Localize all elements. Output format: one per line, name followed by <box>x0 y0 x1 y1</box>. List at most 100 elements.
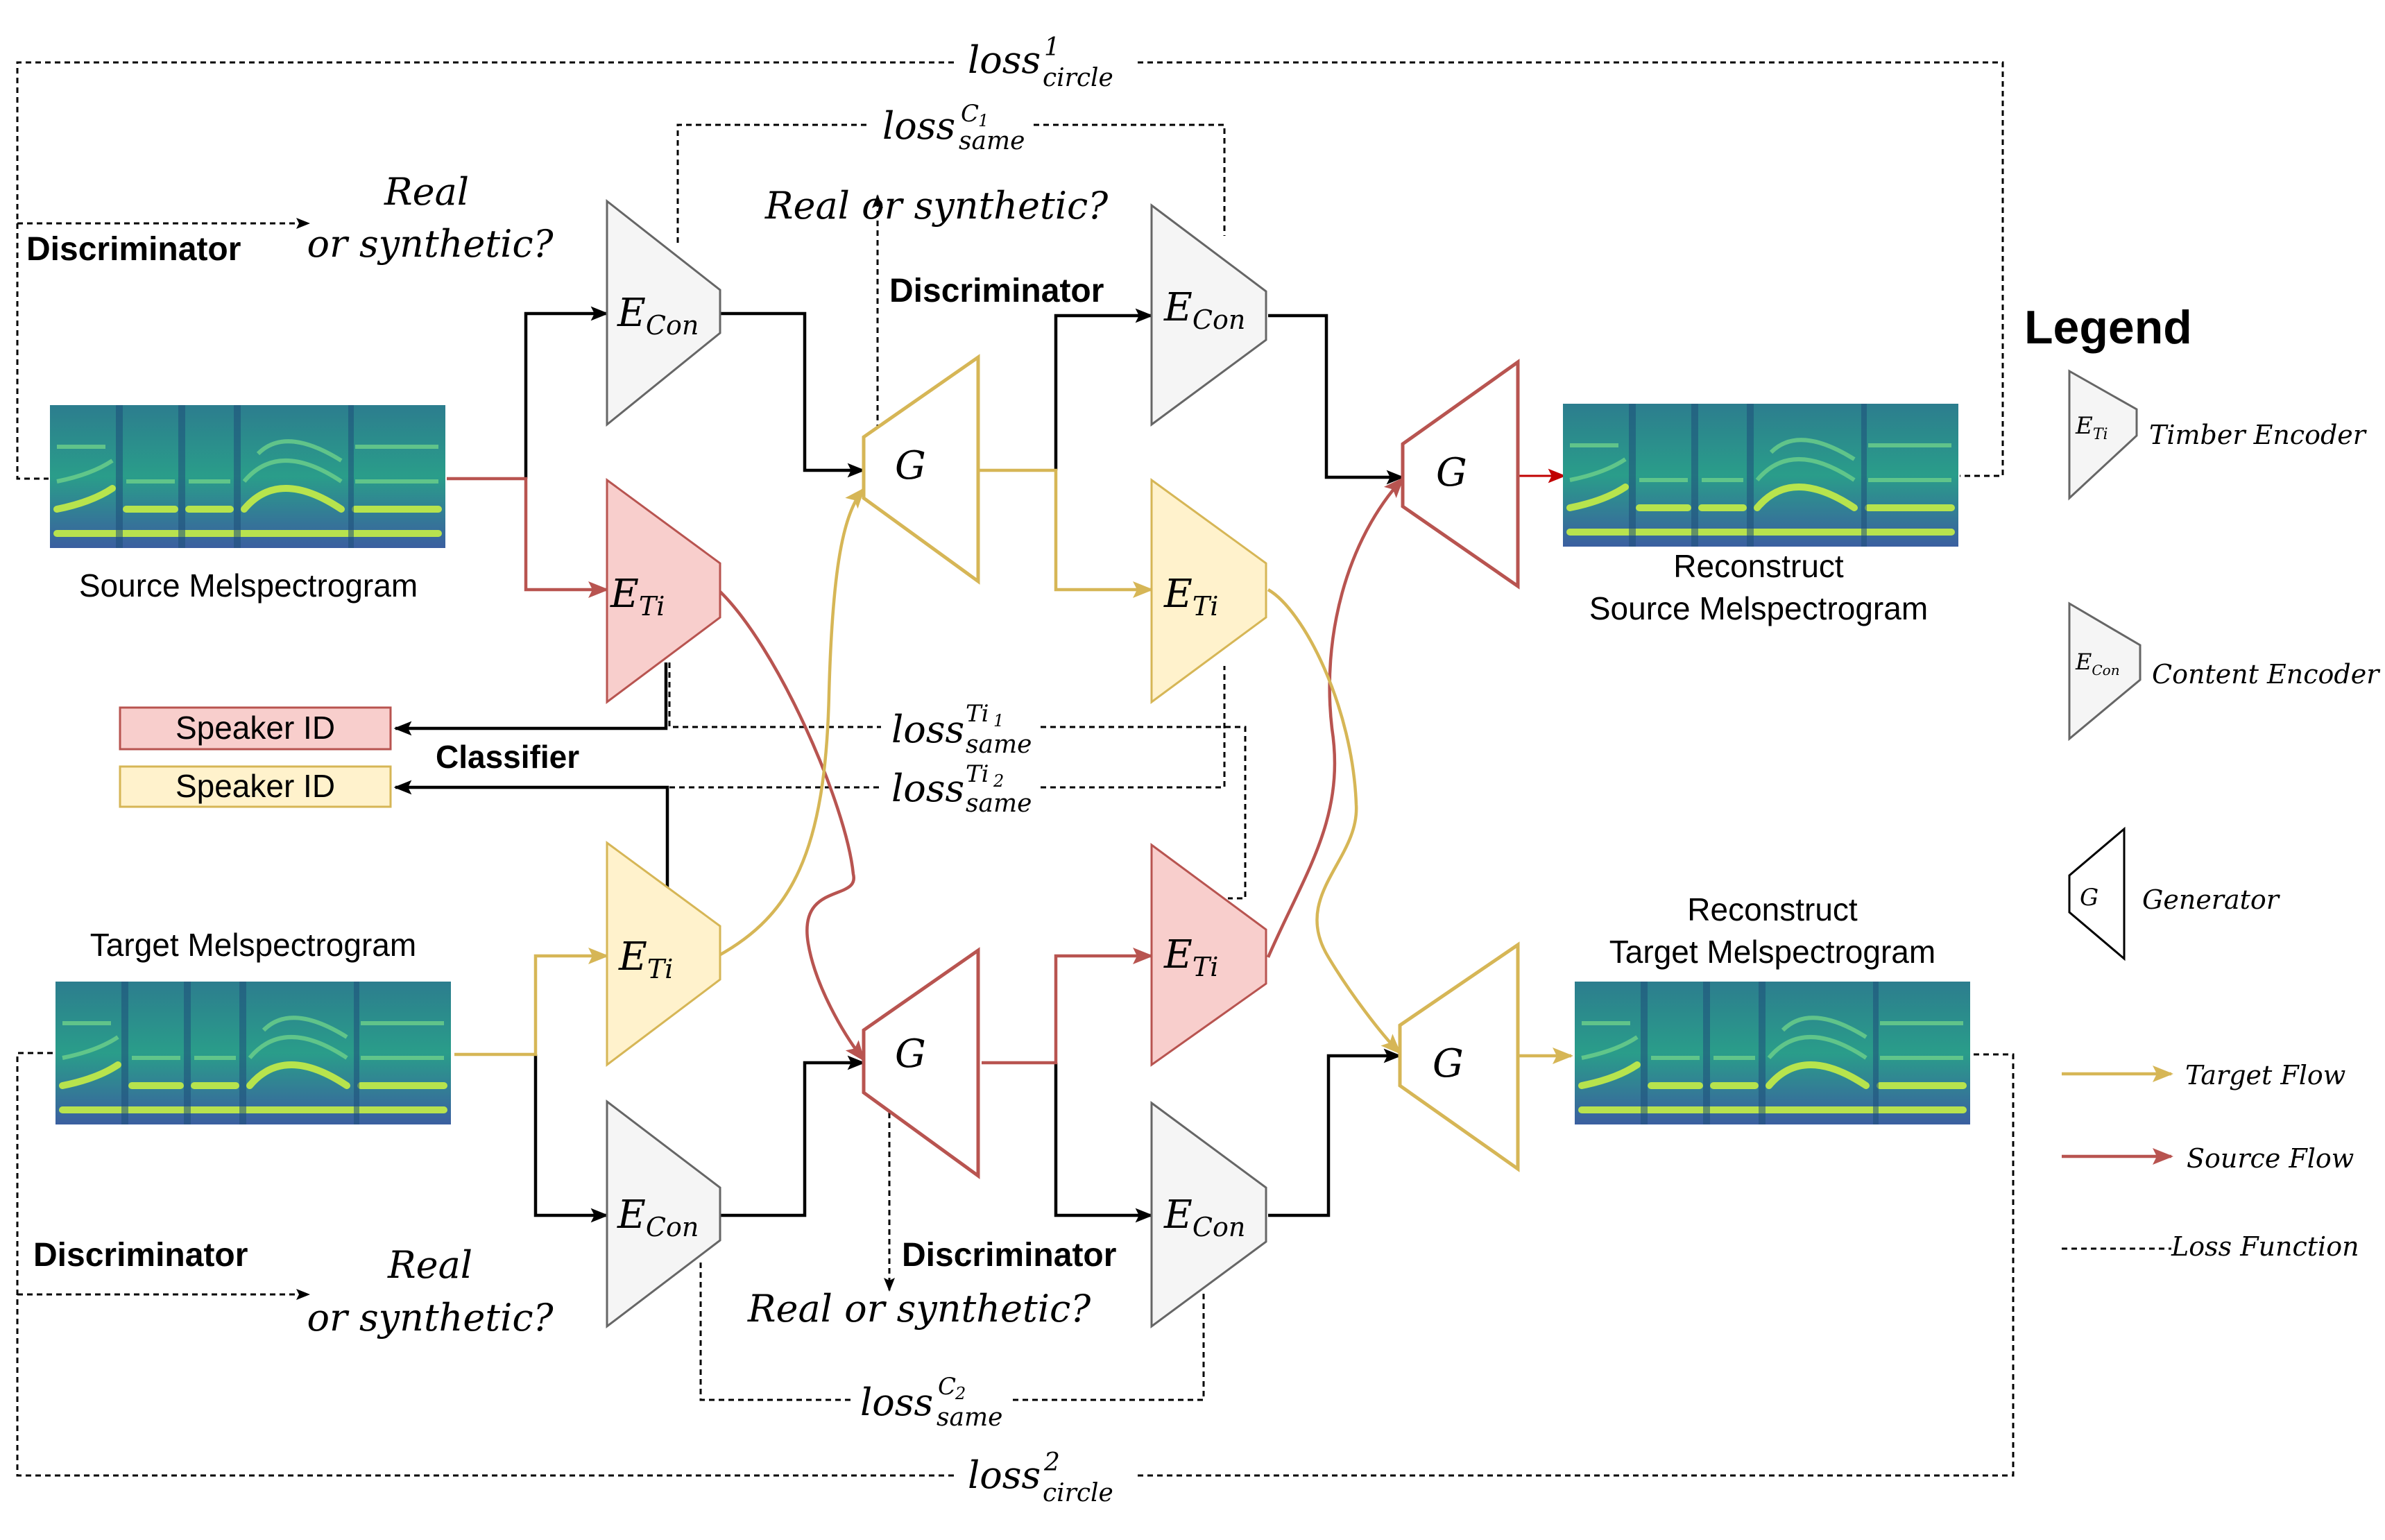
legend-generator-label: Generator <box>2142 884 2281 915</box>
reconstruct-target-melspectrogram-image <box>1575 982 1970 1124</box>
content-flow-arrows <box>393 306 1405 1223</box>
legend-content-encoder: ECon Content Encoder <box>2068 601 2381 742</box>
legend-timber-encoder-icon <box>2068 369 2138 501</box>
content-encoder-3: ECon <box>606 1099 721 1329</box>
legend-source-flow: Source Flow <box>2062 1143 2354 1174</box>
e-ti-label-4: ETi <box>1163 932 1218 982</box>
legend-content-encoder-icon <box>2068 601 2142 742</box>
legend-title: Legend <box>2024 301 2192 354</box>
speaker-id-target-label: Speaker ID <box>176 768 335 804</box>
legend-generator: G Generator <box>2068 826 2281 961</box>
legend-e-ti-glyph: ETi <box>2075 412 2108 443</box>
discriminator-label-4: Discriminator <box>902 1237 1116 1274</box>
real-or-synthetic-label-2: Real or synthetic? <box>747 1287 1091 1331</box>
legend-e-con-glyph: ECon <box>2075 649 2120 678</box>
g-label-4: G <box>1433 1041 1464 1086</box>
loss-same-c2-line <box>699 1263 1205 1401</box>
timber-encoder-source-2: ETi <box>1150 843 1267 1067</box>
g-label-2: G <box>1436 450 1467 495</box>
generator-2: G <box>1401 359 1520 590</box>
loss-same-c1-line <box>676 123 1226 243</box>
real-label-2: Real <box>387 1243 472 1287</box>
discriminator-label-1: Discriminator <box>26 231 241 268</box>
source-melspectrogram-image <box>50 405 445 548</box>
source-flow-arrows <box>447 477 1405 1065</box>
loss-same-ti1-label: loss Ti 1 same <box>891 700 1032 759</box>
svg-text:circle: circle <box>1043 1479 1113 1507</box>
svg-text:1: 1 <box>1044 33 1060 62</box>
svg-text:loss: loss <box>891 708 964 751</box>
svg-text:same: same <box>937 1403 1002 1432</box>
content-encoder-4: ECon <box>1150 1101 1267 1328</box>
legend: Legend ETi Timber Encoder ECon Content E… <box>2024 301 2381 1262</box>
svg-text:loss: loss <box>968 1453 1041 1497</box>
loss-same-ti-lines <box>668 662 1247 900</box>
g-label-3: G <box>895 1032 926 1077</box>
legend-target-flow: Target Flow <box>2062 1060 2345 1090</box>
speaker-id-source-box <box>119 706 392 751</box>
content-encoder-2: ECon <box>1150 203 1267 427</box>
target-mel-label: Target Melspectrogram <box>90 927 416 963</box>
target-flow-arrows <box>454 468 1402 1056</box>
legend-loss-function-label: Loss Function <box>2171 1231 2359 1262</box>
svg-text:C: C <box>938 1373 956 1401</box>
svg-text:2: 2 <box>955 1384 966 1403</box>
target-melspectrogram-image <box>55 982 451 1124</box>
legend-target-flow-label: Target Flow <box>2185 1060 2345 1090</box>
or-synthetic-label-2: or synthetic? <box>307 1296 554 1340</box>
loss-same-ti2-label: loss Ti 2 same <box>891 760 1032 818</box>
loss-circle-1-label: loss 1 circle <box>968 33 1113 92</box>
e-con-label-1: ECon <box>617 291 699 341</box>
real-or-synthetic-label-1: Real or synthetic? <box>764 184 1109 228</box>
legend-g-glyph: G <box>2080 884 2098 912</box>
reconstruct-label-2: Reconstruct <box>1687 891 1858 927</box>
legend-timber-encoder: ETi Timber Encoder <box>2068 369 2368 501</box>
reconstruct-source-melspectrogram-image <box>1563 404 1958 547</box>
svg-text:same: same <box>966 789 1032 818</box>
svg-text:Ti: Ti <box>966 700 989 728</box>
e-con-label-3: ECon <box>617 1192 699 1242</box>
svg-text:loss: loss <box>968 38 1041 82</box>
legend-loss-function: Loss Function <box>2062 1231 2359 1262</box>
svg-text:loss: loss <box>860 1380 933 1424</box>
generator-3: G <box>862 947 980 1179</box>
e-con-label-4: ECon <box>1163 1192 1245 1242</box>
loss-same-c1-label: loss C 1 same <box>882 100 1025 155</box>
legend-content-encoder-label: Content Encoder <box>2152 659 2381 690</box>
svg-text:1: 1 <box>993 711 1004 730</box>
svg-text:1: 1 <box>978 111 989 130</box>
real-label-1: Real <box>384 170 469 214</box>
discriminator-label-2: Discriminator <box>889 273 1104 309</box>
source-mel-label: Source Melspectrogram <box>79 567 418 604</box>
timber-encoder-source-1: ETi <box>606 478 721 704</box>
legend-source-flow-label: Source Flow <box>2187 1143 2354 1174</box>
e-ti-label-2: ETi <box>1163 572 1218 622</box>
legend-timber-encoder-label: Timber Encoder <box>2149 420 2368 450</box>
generator-4: G <box>1398 941 1520 1172</box>
timber-encoder-target-2: ETi <box>606 841 721 1068</box>
e-ti-label-1: ETi <box>610 572 665 622</box>
svg-text:2: 2 <box>1043 1448 1060 1477</box>
g-label-1: G <box>895 443 926 488</box>
svg-text:same: same <box>959 127 1025 155</box>
discriminator-arrows <box>17 194 895 1300</box>
svg-text:Ti: Ti <box>966 760 989 788</box>
loss-circle-2-label: loss 2 circle <box>968 1448 1113 1507</box>
svg-text:circle: circle <box>1043 64 1113 92</box>
svg-text:same: same <box>966 730 1032 759</box>
content-encoder-1: ECon <box>606 198 721 427</box>
classifier-label: Classifier <box>436 739 579 775</box>
loss-circle-1-line <box>16 61 2004 480</box>
e-ti-label-3: ETi <box>618 934 673 984</box>
or-synthetic-label-1: or synthetic? <box>307 222 554 266</box>
loss-same-c2-label: loss C 2 same <box>860 1373 1002 1432</box>
reconstruct-source-label: Source Melspectrogram <box>1589 590 1928 626</box>
generator-1: G <box>862 354 980 585</box>
speaker-id-target-box <box>119 765 392 808</box>
svg-text:2: 2 <box>993 771 1004 791</box>
loss-circle-2-line <box>16 1052 2015 1477</box>
speaker-id-source-label: Speaker ID <box>176 710 335 746</box>
e-con-label-2: ECon <box>1163 285 1245 335</box>
legend-generator-icon <box>2068 826 2126 961</box>
